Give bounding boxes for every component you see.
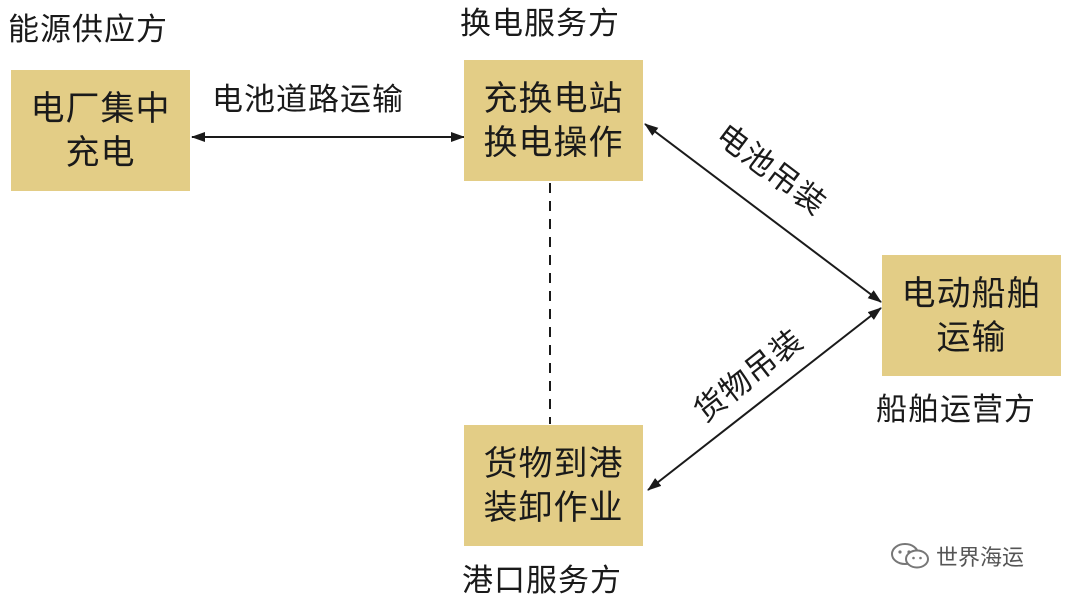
edge-cargo-hoisting-line (647, 307, 882, 491)
role-ship-operator: 船舶运营方 (876, 392, 1036, 428)
role-energy-supplier: 能源供应方 (8, 12, 168, 48)
watermark: 世界海运 (890, 540, 1024, 572)
watermark-text: 世界海运 (936, 546, 1025, 571)
node-port: 货物到港 装卸作业 (464, 425, 643, 546)
edge-battery-hoisting-line (644, 123, 882, 303)
wechat-icon (891, 543, 929, 569)
role-port-service: 港口服务方 (462, 563, 622, 599)
node-swap-station: 充换电站 换电操作 (464, 60, 643, 181)
node-power-plant: 电厂集中 充电 (11, 70, 190, 191)
role-swap-service: 换电服务方 (460, 6, 620, 42)
node-electric-ship: 电动船舶 运输 (882, 255, 1061, 376)
edge-label-road-transport: 电池道路运输 (212, 82, 404, 118)
